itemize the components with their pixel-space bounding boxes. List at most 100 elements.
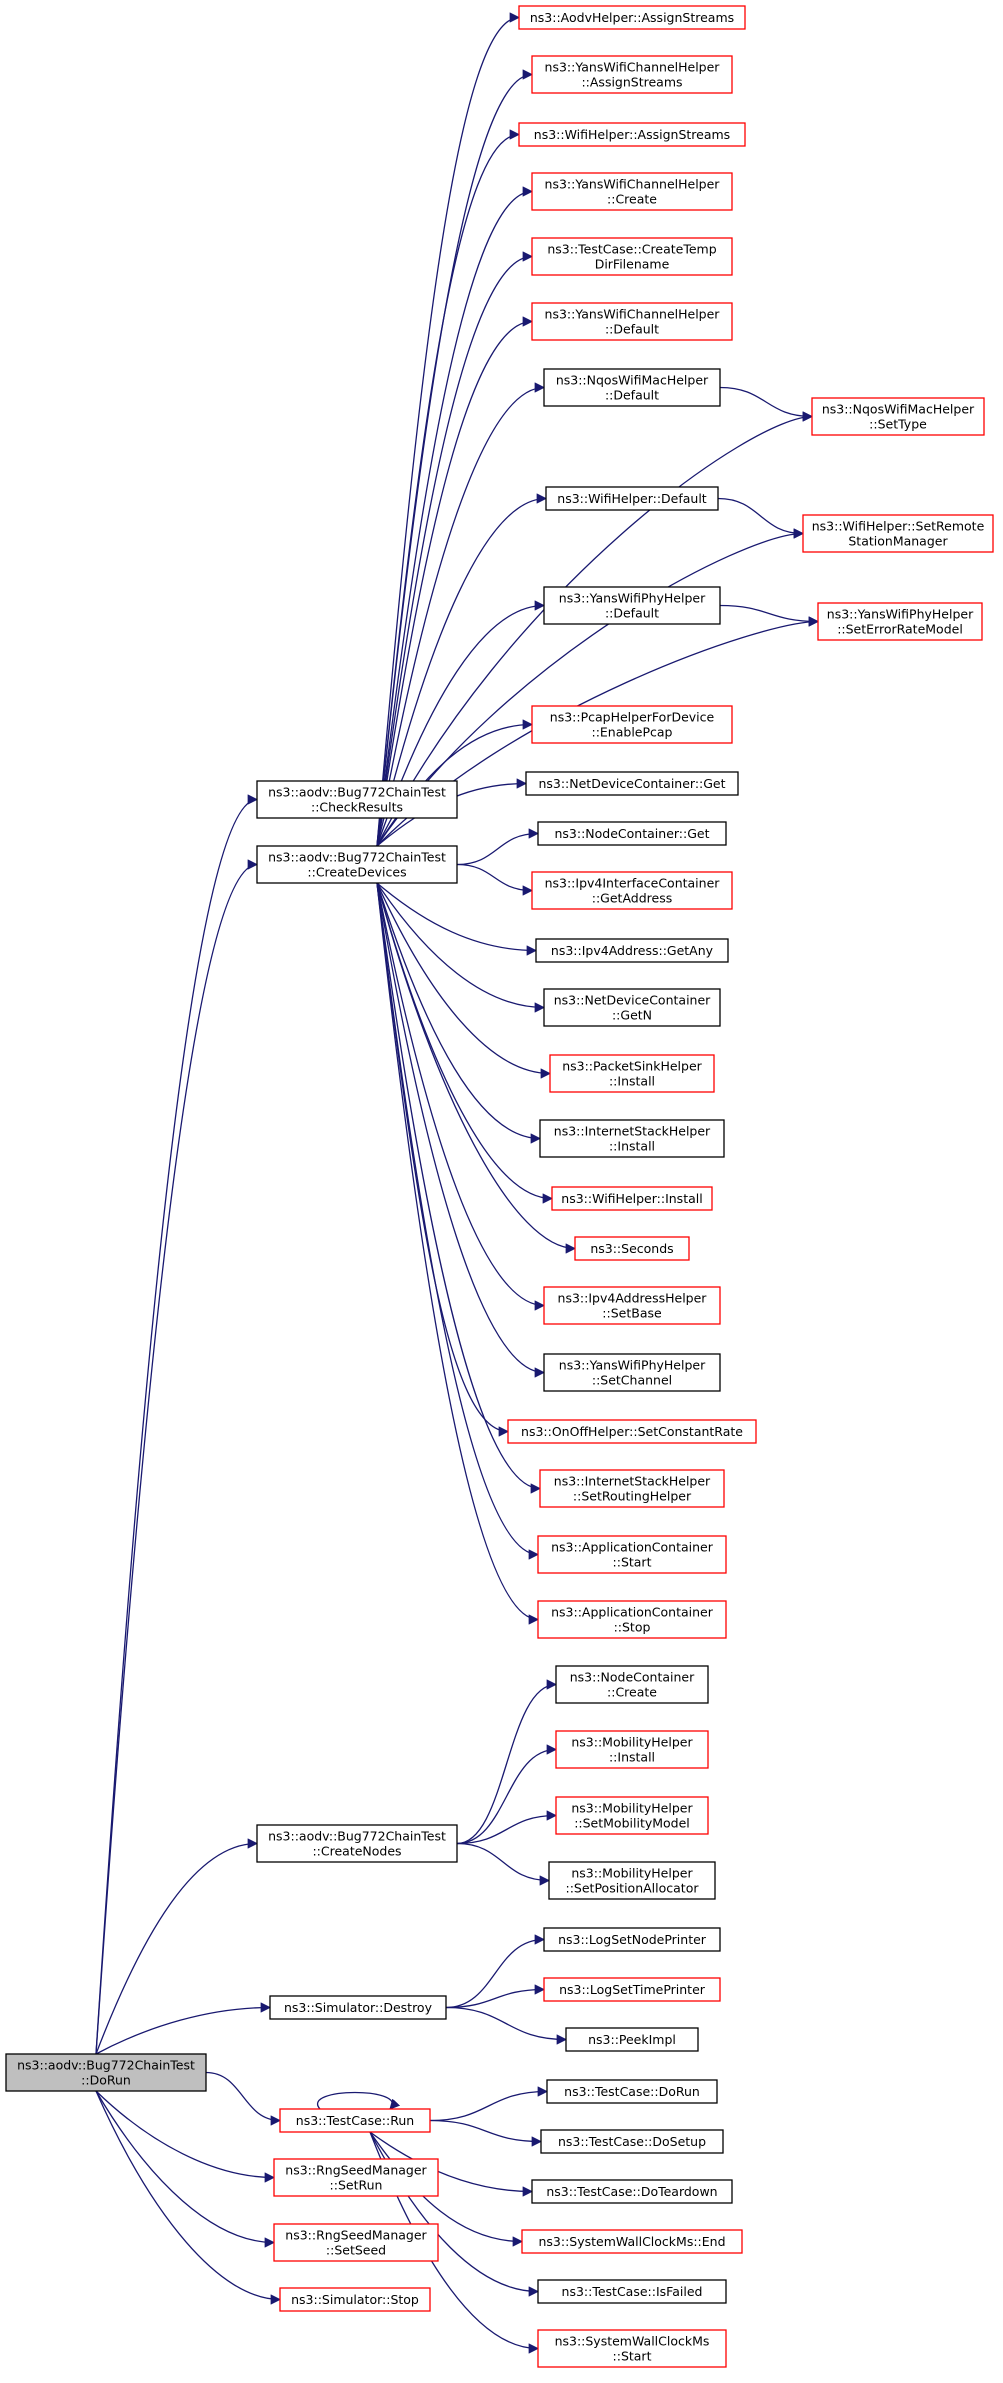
edge-path — [376, 493, 548, 847]
node-label: StationManager — [848, 534, 948, 549]
node-mobsetalloc[interactable]: ns3::MobilityHelper::SetPositionAllocato… — [548, 1861, 716, 1900]
node-box — [817, 602, 983, 641]
node-label: ns3::YansWifiChannelHelper — [545, 60, 721, 75]
node-label: ::EnablePcap — [591, 725, 672, 740]
node-mobsetmodel[interactable]: ns3::MobilityHelper::SetMobilityModel — [555, 1796, 709, 1835]
edge-path — [376, 882, 540, 1560]
node-label: ns3::NodeContainer::Get — [555, 826, 710, 841]
node-yanschassign[interactable]: ns3::YansWifiChannelHelper::AssignStream… — [531, 55, 733, 94]
node-ipv4setbase[interactable]: ns3::Ipv4AddressHelper::SetBase — [543, 1286, 721, 1325]
node-yansphydefault[interactable]: ns3::YansWifiPhyHelper::Default — [543, 586, 721, 625]
node-box — [531, 237, 733, 276]
node-box — [521, 2229, 743, 2254]
node-label: ns3::Simulator::Stop — [291, 2292, 419, 2307]
node-swcstart[interactable]: ns3::SystemWallClockMs::Start — [537, 2329, 727, 2368]
edge-path — [376, 882, 546, 1378]
node-label: ::SetSeed — [326, 2243, 386, 2258]
node-tcrun[interactable]: ns3::TestCase::Run — [279, 2108, 431, 2133]
node-label: ns3::PeekImpl — [588, 2032, 676, 2047]
node-wifidefault[interactable]: ns3::WifiHelper::Default — [545, 486, 719, 511]
edge-path — [95, 2090, 282, 2305]
node-nccreate[interactable]: ns3::NodeContainer::Create — [555, 1665, 709, 1704]
edge-path — [95, 859, 259, 2055]
edge-path — [95, 2002, 272, 2055]
node-aodvassign[interactable]: ns3::AodvHelper::AssignStreams — [518, 5, 746, 30]
node-box — [507, 1419, 757, 1444]
node-nqossettype[interactable]: ns3::NqosWifiMacHelper::SetType — [811, 397, 985, 436]
node-box — [531, 2179, 733, 2204]
edge-createdevices-to-onoffsetrate — [376, 882, 510, 1437]
node-mobinstall[interactable]: ns3::MobilityHelper::Install — [555, 1730, 709, 1769]
edge-path — [369, 2131, 524, 2247]
node-wifiinstall[interactable]: ns3::WifiHelper::Install — [551, 1186, 713, 1211]
node-ndcgetn[interactable]: ns3::NetDeviceContainer::GetN — [543, 988, 721, 1027]
node-checkresults[interactable]: ns3::aodv::Bug772ChainTest::CheckResults — [256, 780, 458, 819]
node-ncget[interactable]: ns3::NodeContainer::Get — [537, 821, 727, 846]
node-onoffsetrate[interactable]: ns3::OnOffHelper::SetConstantRate — [507, 1419, 757, 1444]
node-wifiassign[interactable]: ns3::WifiHelper::AssignStreams — [518, 122, 746, 147]
node-ipv4getany[interactable]: ns3::Ipv4Address::GetAny — [535, 938, 729, 963]
node-label: ns3::WifiHelper::Default — [557, 491, 707, 506]
node-label: ::DoRun — [81, 2073, 131, 2088]
node-box — [518, 5, 746, 30]
node-rngsetseed[interactable]: ns3::RngSeedManager::SetSeed — [273, 2223, 439, 2262]
node-pcapenable[interactable]: ns3::PcapHelperForDevice::EnablePcap — [531, 705, 733, 744]
node-label: ns3::AodvHelper::AssignStreams — [530, 10, 734, 25]
edge-createdevices-to-yansphysetch — [376, 882, 546, 1378]
node-lognodeprinter[interactable]: ns3::LogSetNodePrinter — [543, 1927, 721, 1952]
edge-createdevices-to-nqossettype — [376, 411, 814, 847]
node-appstart[interactable]: ns3::ApplicationContainer::Start — [537, 1535, 727, 1574]
edge-createdevices-to-inetstackinstall — [376, 882, 542, 1144]
edge-path — [376, 12, 521, 847]
node-box — [546, 2079, 718, 2104]
node-label: ns3::SystemWallClockMs — [555, 2334, 710, 2349]
node-pktsinkinstall[interactable]: ns3::PacketSinkHelper::Install — [549, 1054, 715, 1093]
edge-path — [376, 251, 534, 847]
node-inetsetrouting[interactable]: ns3::InternetStackHelper::SetRoutingHelp… — [539, 1469, 725, 1508]
node-createnodes[interactable]: ns3::aodv::Bug772ChainTest::CreateNodes — [256, 1824, 458, 1863]
node-appstop[interactable]: ns3::ApplicationContainer::Stop — [537, 1600, 727, 1639]
node-tcdoteardown[interactable]: ns3::TestCase::DoTeardown — [531, 2179, 733, 2204]
node-inetstackinstall[interactable]: ns3::InternetStackHelper::Install — [539, 1119, 725, 1158]
node-nqosdefault[interactable]: ns3::NqosWifiMacHelper::Default — [543, 368, 721, 407]
node-label: ns3::LogSetNodePrinter — [558, 1932, 707, 1947]
edge-createdevices-to-pcapenable — [376, 719, 534, 847]
node-yanschdefault[interactable]: ns3::YansWifiChannelHelper::Default — [531, 302, 733, 341]
node-createdevices[interactable]: ns3::aodv::Bug772ChainTest::CreateDevice… — [256, 845, 458, 884]
node-logtimeprinter[interactable]: ns3::LogSetTimePrinter — [543, 1977, 721, 2002]
node-dorun[interactable]: ns3::aodv::Bug772ChainTest::DoRun — [5, 2053, 207, 2092]
node-label: ::Stop — [614, 1620, 651, 1635]
node-tcdosetup[interactable]: ns3::TestCase::DoSetup — [540, 2129, 724, 2154]
node-ipv4ifgetaddr[interactable]: ns3::Ipv4InterfaceContainer::GetAddress — [531, 871, 733, 910]
node-tcdorun[interactable]: ns3::TestCase::DoRun — [546, 2079, 718, 2104]
node-label: ns3::NetDeviceContainer — [554, 993, 711, 1008]
node-peekimpl[interactable]: ns3::PeekImpl — [565, 2027, 699, 2052]
node-ndcget[interactable]: ns3::NetDeviceContainer::Get — [525, 771, 739, 796]
node-label: ::SetRun — [330, 2178, 383, 2193]
node-swcend[interactable]: ns3::SystemWallClockMs::End — [521, 2229, 743, 2254]
node-box — [537, 2329, 727, 2368]
edge-createnodes-to-mobinstall — [456, 1744, 558, 1845]
node-label: ::SetMobilityModel — [574, 1816, 690, 1831]
node-box — [555, 1730, 709, 1769]
node-box — [518, 122, 746, 147]
edge-simdestroy-to-lognodeprinter — [445, 1934, 546, 2009]
edge-dorun-to-tcrun — [205, 2071, 282, 2126]
node-label: ::SetPositionAllocator — [566, 1881, 700, 1896]
node-seconds[interactable]: ns3::Seconds — [574, 1236, 690, 1261]
node-yanschcreate[interactable]: ns3::YansWifiChannelHelper::Create — [531, 172, 733, 211]
node-label: ns3::YansWifiChannelHelper — [545, 307, 721, 322]
node-simdestroy[interactable]: ns3::Simulator::Destroy — [269, 1995, 447, 2020]
node-yansphysetch[interactable]: ns3::YansWifiPhyHelper::SetChannel — [543, 1353, 721, 1392]
node-yansphyseterr[interactable]: ns3::YansWifiPhyHelper::SetErrorRateMode… — [817, 602, 983, 641]
node-rngsetrun[interactable]: ns3::RngSeedManager::SetRun — [273, 2158, 439, 2197]
node-simstop[interactable]: ns3::Simulator::Stop — [279, 2287, 431, 2312]
edge-path — [429, 2119, 543, 2147]
node-tcisfailed[interactable]: ns3::TestCase::IsFailed — [537, 2279, 727, 2304]
node-box — [531, 871, 733, 910]
node-label: ::Start — [613, 1555, 652, 1570]
edge-dorun-to-rngsetrun — [95, 2090, 276, 2183]
node-box — [256, 845, 458, 884]
